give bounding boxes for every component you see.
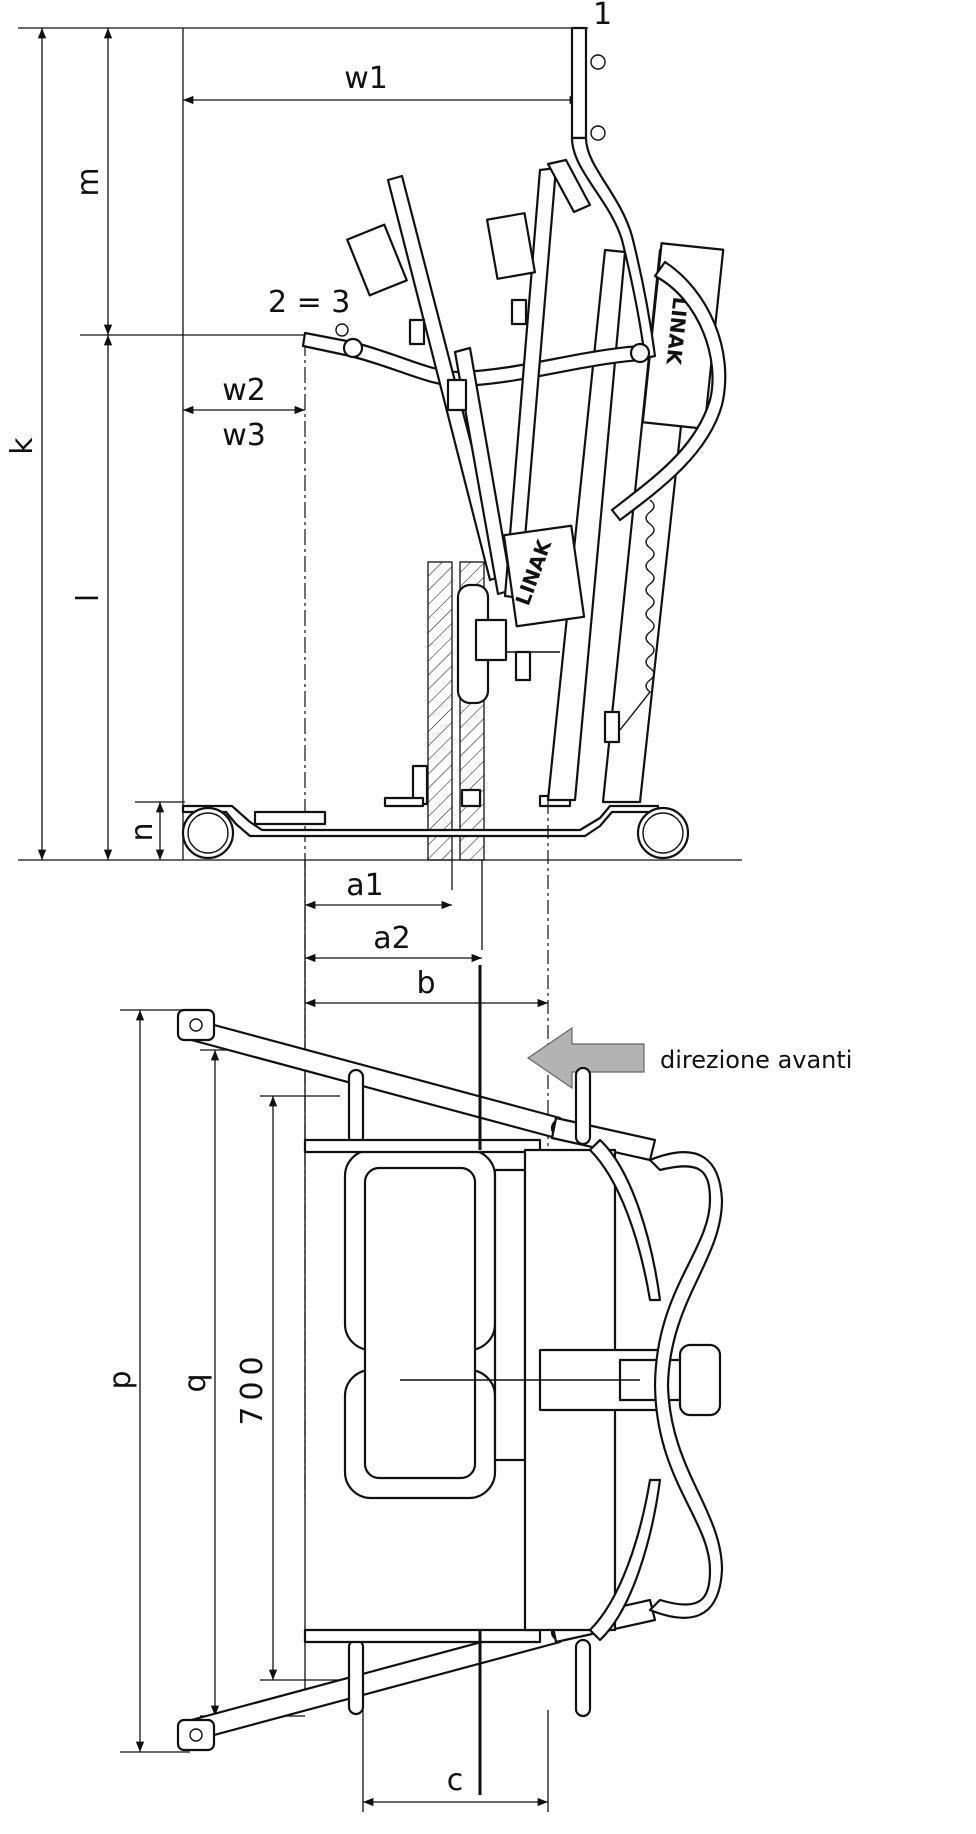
forward-direction-label: direzione avanti bbox=[660, 1046, 852, 1074]
knee-pad bbox=[456, 583, 560, 705]
top-handle bbox=[570, 26, 657, 360]
front-wheel-icon bbox=[636, 806, 690, 860]
dim-700-label: 700 bbox=[235, 1350, 270, 1425]
wheel-bar-left-front bbox=[574, 1066, 592, 1146]
footplate bbox=[343, 1148, 527, 1500]
cross-beam-top bbox=[303, 1138, 542, 1154]
push-handle-top-view bbox=[588, 1138, 662, 1642]
point-1-label: 1 bbox=[593, 0, 612, 32]
handle-grip bbox=[648, 1151, 724, 1619]
knee-support-arms bbox=[346, 158, 592, 600]
dim-q-label: q bbox=[178, 1373, 213, 1392]
dim-a2-label: a2 bbox=[373, 921, 410, 956]
mast: LINAK bbox=[546, 242, 725, 804]
dim-k-label: k bbox=[5, 437, 40, 455]
dim-p-label: p bbox=[103, 1370, 138, 1389]
wheel-bar-right-front bbox=[574, 1638, 592, 1718]
foot-position-a1 bbox=[427, 561, 453, 861]
dim-a1-label: a1 bbox=[346, 868, 383, 903]
wheel-bar-right bbox=[347, 1638, 365, 1716]
coiled-cable bbox=[603, 499, 655, 744]
dim-l-label: l bbox=[71, 594, 106, 602]
rear-wheel-icon bbox=[181, 806, 235, 860]
dim-w2-label: w2 bbox=[222, 373, 266, 408]
top-view: p q 700 bbox=[103, 965, 724, 1812]
horizontal-dimensions: a1 a2 b bbox=[304, 800, 549, 1700]
base-frame bbox=[181, 764, 660, 838]
points-2-3-label: 2 = 3 bbox=[268, 285, 350, 320]
side-view: k m l n w1 w2 w3 1 2 = 3 bbox=[5, 0, 742, 1500]
dim-w1-label: w1 bbox=[344, 61, 388, 96]
linak-actuator: LINAK bbox=[502, 524, 586, 628]
forward-direction: direzione avanti bbox=[526, 1026, 852, 1090]
cross-beam-bottom bbox=[303, 1628, 542, 1644]
left-leg bbox=[176, 1008, 570, 1140]
dim-m-label: m bbox=[71, 167, 106, 196]
dim-b-label: b bbox=[416, 966, 435, 1001]
dim-w3-label: w3 bbox=[222, 418, 266, 453]
push-handle bbox=[610, 260, 727, 522]
dim-n-label: n bbox=[125, 822, 160, 841]
wheel-bar-left bbox=[347, 1068, 365, 1146]
dim-c-label: c bbox=[447, 1763, 464, 1798]
forward-arrow-icon bbox=[526, 1026, 645, 1090]
